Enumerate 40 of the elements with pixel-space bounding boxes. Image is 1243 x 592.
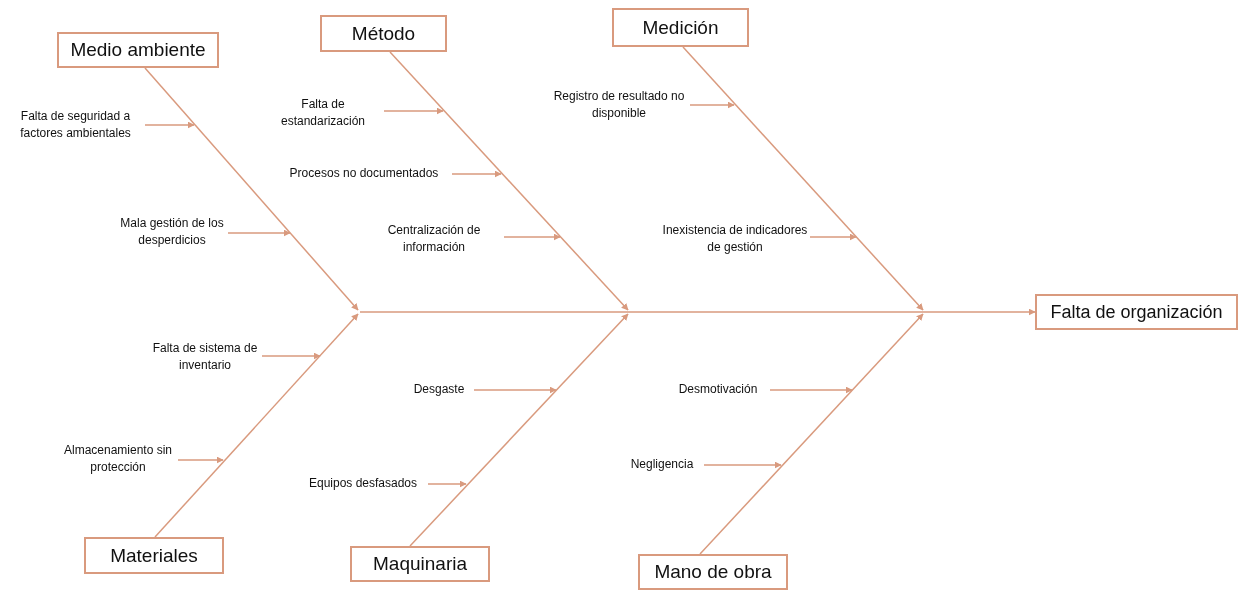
category-box: Materiales <box>84 537 224 574</box>
arrow <box>699 313 924 555</box>
arrow <box>409 313 629 547</box>
arrow <box>427 480 467 488</box>
category-box: Mano de obra <box>638 554 788 590</box>
arrow <box>177 456 224 464</box>
cause-label: Inexistencia de indicadores de gestión <box>660 222 810 258</box>
arrow <box>451 170 502 178</box>
arrow <box>154 313 359 538</box>
cause-label: Equipos desfasados <box>298 475 428 493</box>
arrow <box>261 352 321 360</box>
cause-label: Registro de resultado no disponible <box>548 88 690 124</box>
arrow <box>769 386 853 394</box>
cause-label: Negligencia <box>620 456 704 474</box>
cause-label: Desgaste <box>404 381 474 399</box>
cause-label: Falta de seguridad a factores ambientales <box>6 108 145 144</box>
arrow <box>809 233 857 241</box>
arrow <box>227 229 291 237</box>
arrow <box>144 121 195 129</box>
cause-label: Falta de sistema de inventario <box>148 340 262 376</box>
arrow <box>703 461 782 469</box>
cause-label: Mala gestión de los desperdicios <box>116 215 228 251</box>
category-box: Maquinaria <box>350 546 490 582</box>
cause-label: Desmotivación <box>666 381 770 399</box>
effect-box: Falta de organización <box>1035 294 1238 330</box>
cause-label: Falta de estandarización <box>262 96 384 132</box>
cause-label: Procesos no documentados <box>276 165 452 183</box>
arrow <box>144 67 359 311</box>
category-box: Medición <box>612 8 749 47</box>
arrow <box>503 233 561 241</box>
category-box: Método <box>320 15 447 52</box>
cause-label: Centralización de información <box>364 222 504 258</box>
cause-label: Almacenamiento sin protección <box>58 442 178 478</box>
arrow <box>389 51 629 311</box>
arrow <box>383 107 444 115</box>
arrow <box>689 101 735 109</box>
arrow <box>473 386 557 394</box>
arrow <box>682 46 924 311</box>
category-box: Medio ambiente <box>57 32 219 68</box>
arrow <box>359 308 1036 316</box>
